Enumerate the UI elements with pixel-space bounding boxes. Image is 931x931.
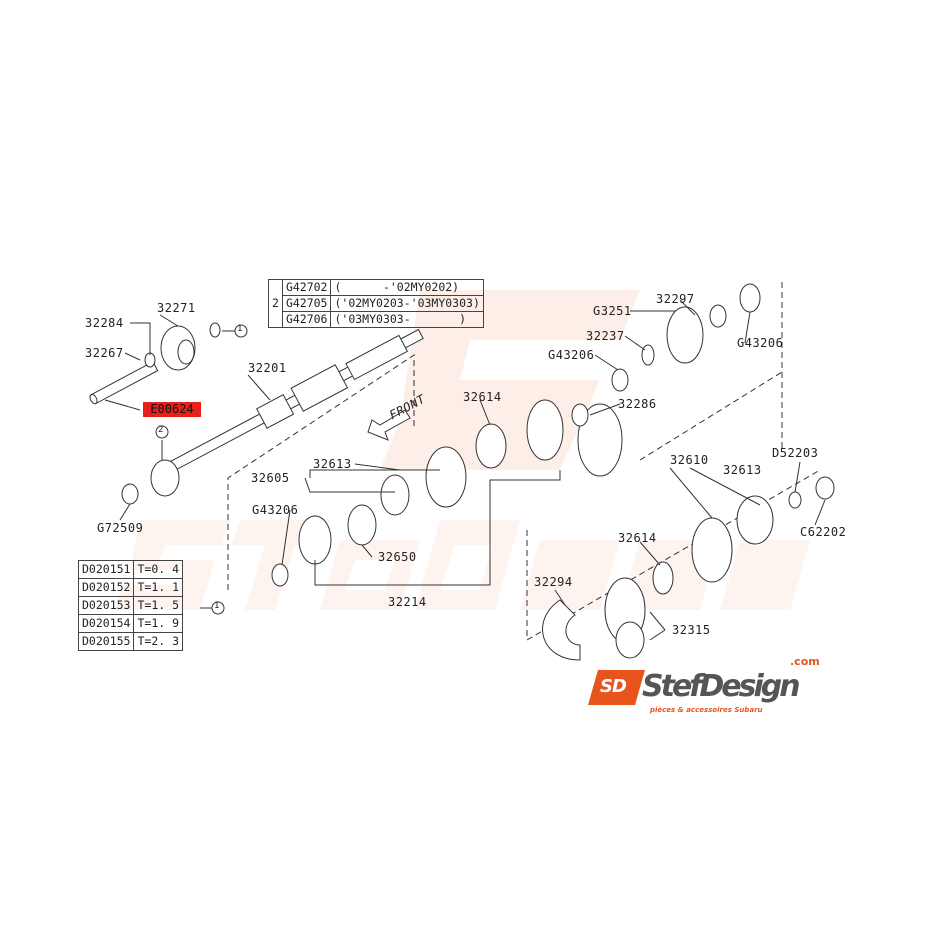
ref-1: 1 bbox=[214, 601, 220, 611]
label-D52203: D52203 bbox=[772, 446, 819, 460]
part-number: D020155 bbox=[77, 632, 135, 651]
logo-tld: .com bbox=[790, 655, 820, 668]
logo-brand: StefDesign bbox=[642, 669, 801, 704]
variant-table: 2 G42702( -'02MY0202) G42705('02MY0203-'… bbox=[268, 279, 484, 328]
logo-tagline: pièces & accessoires Subaru bbox=[650, 706, 763, 714]
label-32315: 32315 bbox=[672, 623, 711, 637]
pin bbox=[89, 361, 159, 405]
label-32614: 32614 bbox=[618, 531, 657, 545]
snap-ring bbox=[542, 599, 581, 661]
label-32214: 32214 bbox=[388, 595, 427, 609]
thickness: T=2. 3 bbox=[133, 632, 184, 651]
highlighted-part-callout[interactable]: E00624 bbox=[143, 402, 201, 417]
label-32271: 32271 bbox=[157, 301, 196, 315]
label-G72509: G72509 bbox=[97, 521, 144, 535]
dashed-frame-left bbox=[227, 354, 415, 590]
part-number: D020153 bbox=[77, 596, 135, 615]
variant-ref: 2 bbox=[268, 279, 283, 328]
label-G3251: G3251 bbox=[593, 304, 632, 318]
label-32294: 32294 bbox=[534, 575, 573, 589]
watermark-logo-mark bbox=[380, 290, 640, 470]
dashed-frame-top bbox=[639, 371, 783, 461]
label-32267: 32267 bbox=[85, 346, 124, 360]
ref-circle-1b bbox=[211, 601, 225, 615]
thickness: T=0. 4 bbox=[133, 560, 184, 579]
ref-1: 1 bbox=[237, 324, 243, 334]
front-arrow bbox=[367, 409, 411, 441]
part-number: D020152 bbox=[77, 578, 135, 597]
label-G43206: G43206 bbox=[737, 336, 784, 350]
label-32201: 32201 bbox=[248, 361, 287, 375]
ref-circle-2 bbox=[155, 425, 169, 439]
part-number: G42705 bbox=[281, 295, 332, 312]
part-number: D020154 bbox=[77, 614, 135, 633]
label-G43206: G43206 bbox=[252, 503, 299, 517]
ref-circle-1a bbox=[234, 324, 248, 338]
label-32297: 32297 bbox=[656, 292, 695, 306]
model-range: ('03MY0303- ) bbox=[330, 311, 484, 328]
label-32613: 32613 bbox=[723, 463, 762, 477]
main-shaft bbox=[152, 328, 424, 480]
ref-2: 2 bbox=[158, 425, 164, 435]
logo-mark-text: SD bbox=[600, 676, 627, 697]
thickness: T=1. 5 bbox=[133, 596, 184, 615]
thickness: T=1. 9 bbox=[133, 614, 184, 633]
label-G43206: G43206 bbox=[548, 348, 595, 362]
model-range: ('02MY0203-'03MY0303) bbox=[330, 295, 484, 312]
label-32237: 32237 bbox=[586, 329, 625, 343]
part-number: G42702 bbox=[281, 279, 332, 296]
label-32613: 32613 bbox=[313, 457, 352, 471]
label-C62202: C62202 bbox=[800, 525, 847, 539]
leader-lines bbox=[119, 299, 826, 641]
label-32605: 32605 bbox=[251, 471, 290, 485]
logo-mark bbox=[588, 670, 645, 705]
part-number: D020151 bbox=[77, 560, 135, 579]
label-32614: 32614 bbox=[463, 390, 502, 404]
label-32284: 32284 bbox=[85, 316, 124, 330]
thickness: T=1. 1 bbox=[133, 578, 184, 597]
part-number: G42706 bbox=[281, 311, 332, 328]
label-32286: 32286 bbox=[618, 397, 657, 411]
gears-and-bearings bbox=[121, 283, 835, 659]
label-32610: 32610 bbox=[670, 453, 709, 467]
model-range: ( -'02MY0202) bbox=[330, 279, 484, 296]
label-32650: 32650 bbox=[378, 550, 417, 564]
